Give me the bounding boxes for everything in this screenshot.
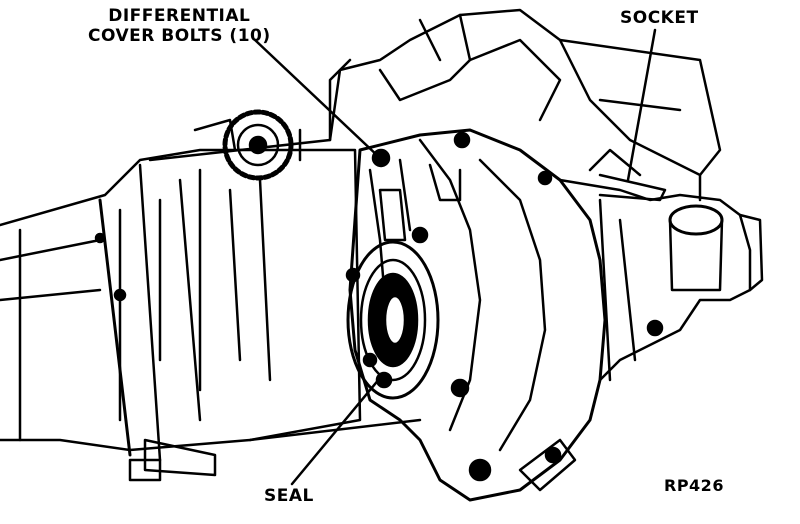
leader-seal bbox=[290, 376, 382, 486]
left-housing bbox=[0, 148, 422, 482]
socket-label: SOCKET bbox=[620, 8, 699, 28]
gear-icon bbox=[222, 109, 294, 181]
differential-cover-bolts-label: DIFFERENTIAL COVER BOLTS (10) bbox=[88, 6, 271, 46]
upper-case bbox=[148, 8, 722, 202]
seal-label: SEAL bbox=[264, 486, 314, 506]
leader-lines bbox=[253, 28, 657, 486]
right-housing bbox=[558, 148, 764, 382]
differential-label-line2: COVER BOLTS (10) bbox=[88, 26, 271, 46]
leader-differential bbox=[253, 38, 382, 160]
differential-label-line1: DIFFERENTIAL bbox=[108, 6, 251, 26]
leader-socket bbox=[626, 28, 657, 182]
figure-reference: RP426 bbox=[664, 476, 724, 495]
output-flange bbox=[346, 240, 440, 400]
